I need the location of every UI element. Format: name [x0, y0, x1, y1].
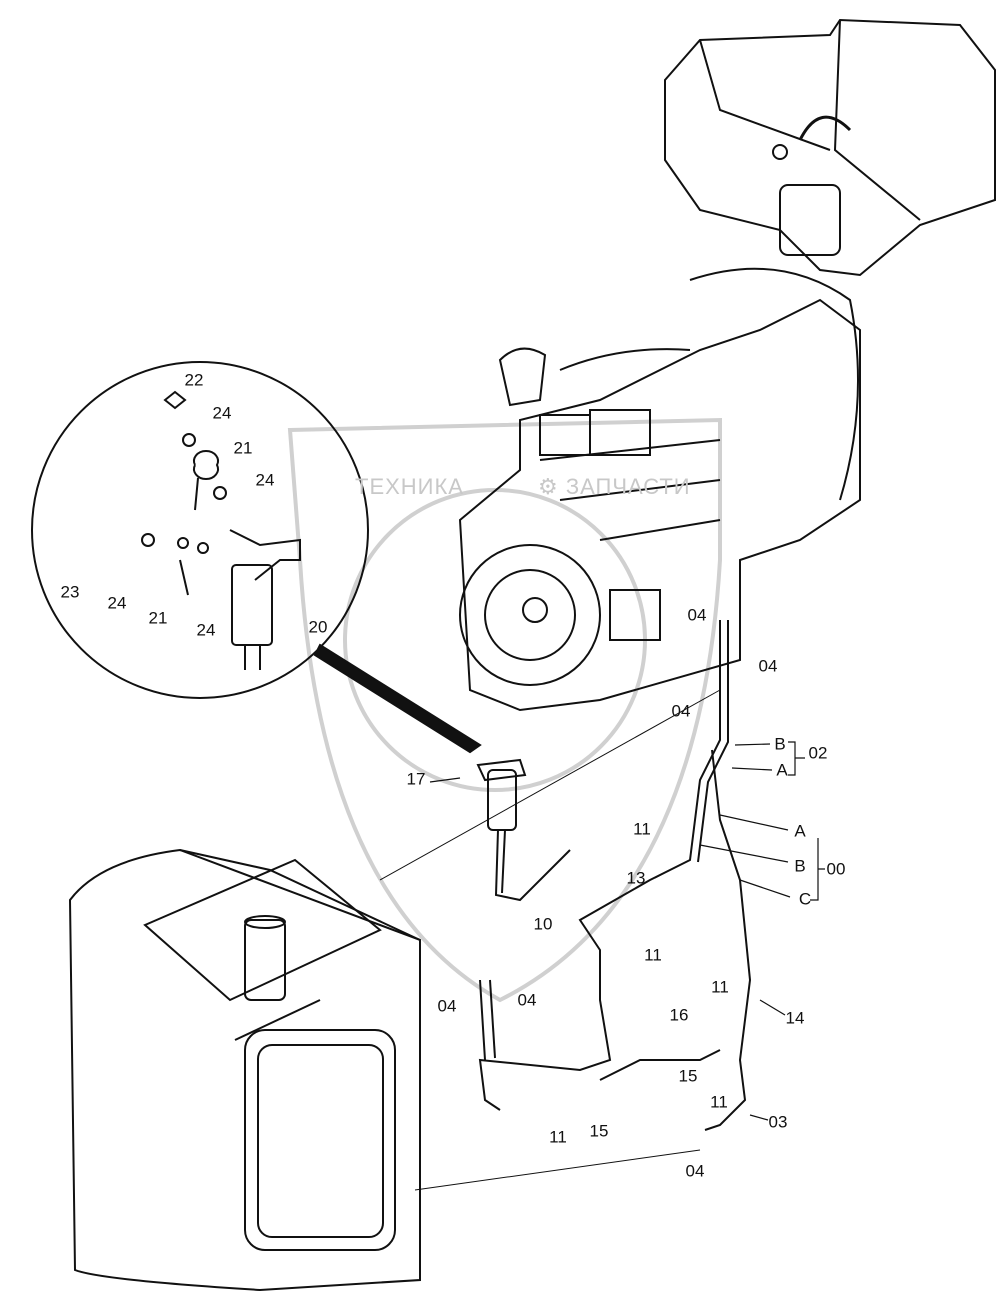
- callout-03: 03: [768, 1112, 788, 1132]
- callout-b: B: [794, 856, 806, 876]
- callout-21: 21: [233, 438, 253, 458]
- callout-23: 23: [60, 582, 80, 602]
- callout-c: C: [798, 889, 812, 909]
- callout-11: 11: [711, 977, 729, 997]
- callout-04: 04: [687, 605, 707, 625]
- callout-13: 13: [626, 868, 646, 888]
- callout-11: 11: [633, 819, 651, 839]
- callout-21: 21: [148, 608, 168, 628]
- callout-a: A: [776, 760, 788, 780]
- fuel-tank: [68, 848, 421, 1292]
- callout-04: 04: [671, 701, 691, 721]
- callout-17: 17: [406, 769, 426, 789]
- filter-detail-inset: [31, 361, 482, 754]
- callout-24: 24: [212, 403, 232, 423]
- leader-lines: [429, 741, 825, 1121]
- callout-04: 04: [517, 990, 537, 1010]
- watermark-text-right: ⚙ ЗАПЧАСТИ: [538, 474, 691, 499]
- callout-24: 24: [107, 593, 127, 613]
- callout-15: 15: [589, 1121, 609, 1141]
- callout-24: 24: [255, 470, 275, 490]
- callout-22: 22: [184, 370, 204, 390]
- excavator-thumbnail: [664, 18, 996, 277]
- hoses: [379, 620, 752, 1191]
- callout-14: 14: [785, 1008, 805, 1028]
- engine: [458, 267, 861, 712]
- callout-11: 11: [644, 945, 662, 965]
- callout-20: 20: [308, 617, 328, 637]
- callout-16: 16: [669, 1005, 689, 1025]
- callout-04: 04: [685, 1161, 705, 1181]
- callout-24: 24: [196, 620, 216, 640]
- callout-15: 15: [678, 1066, 698, 1086]
- watermark-text-left: ТЕХНИКА: [355, 474, 464, 499]
- callout-02: 02: [808, 743, 828, 763]
- callout-10: 10: [533, 914, 553, 934]
- callout-11: 11: [549, 1127, 567, 1147]
- watermark-shield: [287, 417, 722, 1003]
- callout-04: 04: [758, 656, 778, 676]
- callout-a: A: [794, 821, 806, 841]
- callout-04: 04: [437, 996, 457, 1016]
- callout-00: 00: [826, 859, 846, 879]
- callout-11: 11: [710, 1092, 728, 1112]
- callout-b: B: [774, 734, 786, 754]
